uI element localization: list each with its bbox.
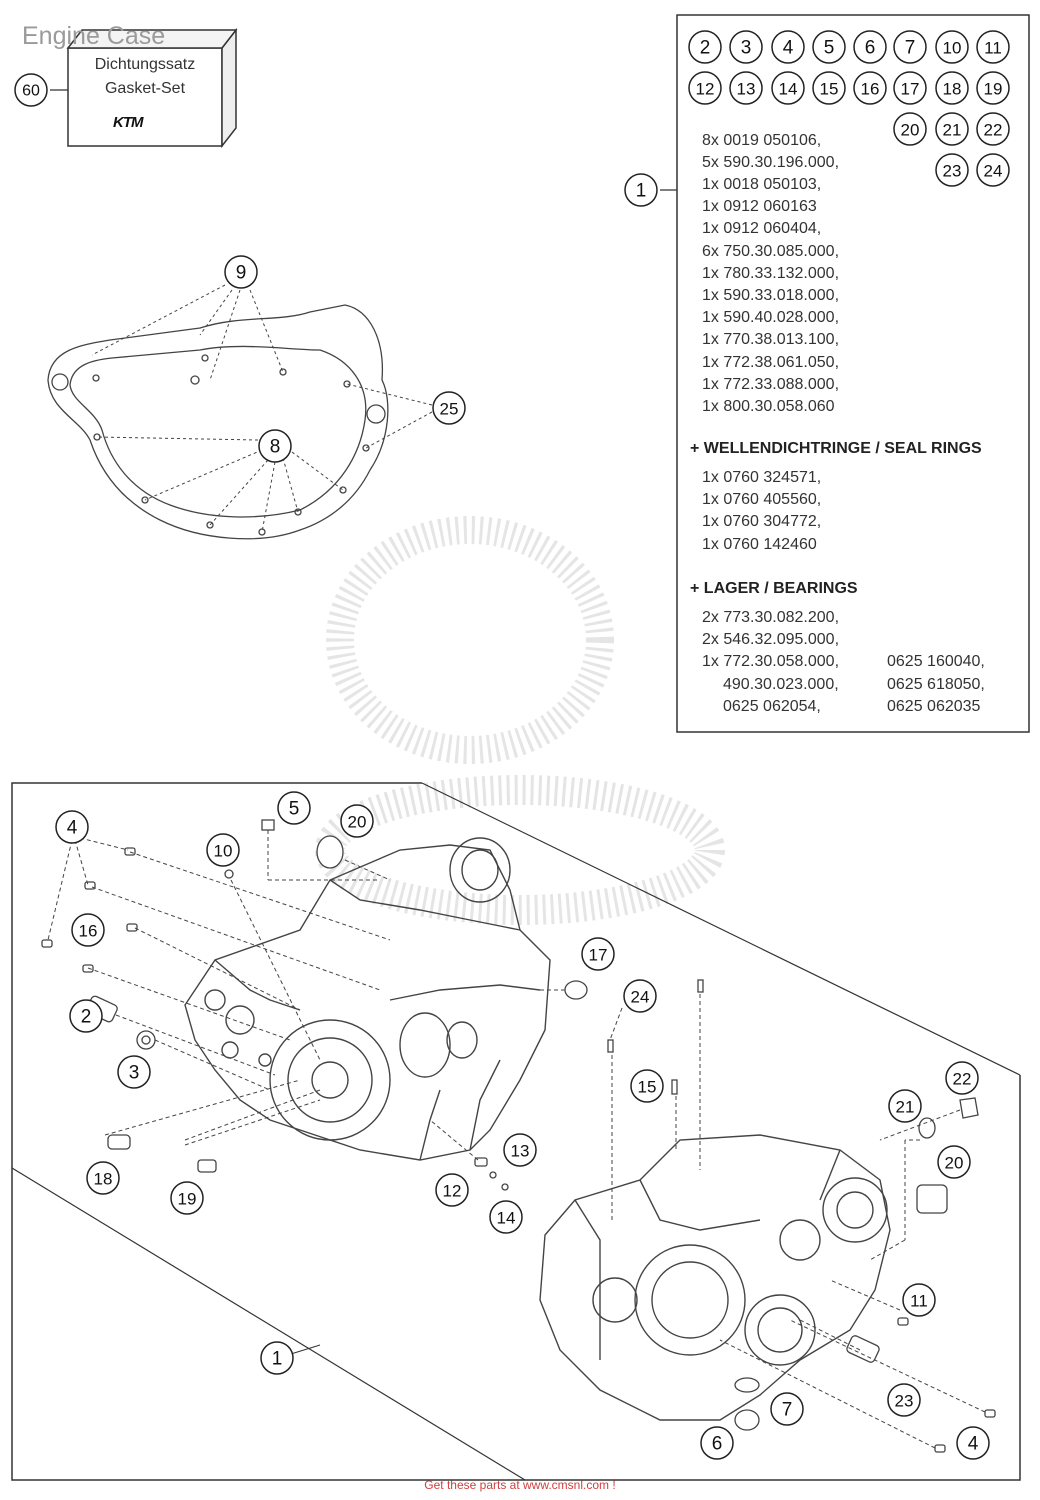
legend-box [676, 14, 1030, 733]
legend-callout-1: 1 [636, 181, 647, 202]
callout-16: 16 [79, 922, 98, 941]
callout-10: 10 [214, 842, 233, 861]
callout-6: 6 [712, 1434, 723, 1455]
legend-part-line: 1x 772.38.061.050, [702, 354, 840, 371]
seal-ring-line: 1x 0760 324571, [702, 469, 822, 486]
legend-ref: 20 [901, 121, 920, 140]
callout-19: 19 [178, 1190, 197, 1209]
seal-rings-heading: + WELLENDICHTRINGE / SEAL RINGS [690, 440, 982, 457]
seal-ring-line: 1x 0760 304772, [702, 513, 822, 530]
assembly-frame [11, 782, 1021, 1481]
callout-7: 7 [782, 1400, 793, 1421]
right-crankcase-half [539, 1134, 891, 1421]
callout-20: 20 [348, 813, 367, 832]
callout-8: 8 [270, 437, 281, 458]
callout-11: 11 [910, 1292, 928, 1311]
callout-22: 22 [953, 1070, 972, 1089]
gasket-set-label-de: Dichtungssatz [94, 56, 196, 73]
legend-ref: 19 [984, 80, 1003, 99]
legend-ref: 7 [905, 38, 916, 59]
callout-3: 3 [129, 1063, 140, 1084]
callout-24: 24 [631, 988, 650, 1007]
seal-ring-line: 1x 0760 142460 [702, 536, 817, 553]
callout-20: 20 [945, 1154, 964, 1173]
cover-gasket [47, 304, 389, 540]
legend-ref: 10 [943, 39, 962, 58]
left-crankcase-half [184, 837, 551, 1161]
legend-part-line: 1x 590.40.028.000, [702, 309, 840, 326]
legend-part-line: 8x 0019 050106, [702, 132, 822, 149]
bearing-line: 2x 773.30.082.200, [702, 609, 840, 626]
legend-ref: 5 [824, 38, 835, 59]
callout-60: 60 [22, 83, 40, 100]
gasket-set-box[interactable] [66, 27, 238, 149]
legend-ref: 22 [984, 121, 1003, 140]
legend-part-line: 1x 0912 060404, [702, 220, 822, 237]
legend-part-line: 1x 780.33.132.000, [702, 265, 840, 282]
watermark-logo [315, 516, 725, 925]
callout-17: 17 [589, 946, 608, 965]
legend-part-line: 1x 800.30.058.060 [702, 398, 835, 415]
legend-ref: 14 [779, 80, 798, 99]
legend-ref: 16 [861, 80, 880, 99]
legend-part-line: 1x 772.33.088.000, [702, 376, 840, 393]
callout-25: 25 [440, 400, 459, 419]
bearing-line: 0625 618050, [887, 676, 985, 693]
callout-4: 4 [968, 1434, 979, 1455]
bearings-heading: + LAGER / BEARINGS [690, 580, 858, 597]
gasket-set-label-en: Gasket-Set [104, 80, 186, 97]
legend-part-line: 1x 770.38.013.100, [702, 331, 840, 348]
legend-ref: 2 [700, 38, 711, 59]
callout-4: 4 [67, 818, 78, 839]
legend-ref: 15 [820, 80, 839, 99]
legend-part-line: 1x 0018 050103, [702, 176, 822, 193]
legend-ref: 21 [943, 121, 962, 140]
legend-part-line: 1x 0912 060163 [702, 198, 817, 215]
legend-ref: 17 [901, 80, 920, 99]
bearing-line: 0625 160040, [887, 653, 985, 670]
callout-circles [14, 30, 1010, 1460]
legend-ref: 12 [696, 80, 715, 99]
page-title: Engine Case [22, 22, 166, 50]
legend-ref: 24 [984, 162, 1003, 181]
callout-14: 14 [497, 1209, 516, 1228]
callout-1: 1 [272, 1349, 283, 1370]
leader-lines [47, 830, 986, 1449]
ktm-logo: KTM [113, 114, 143, 131]
legend-part-line: 6x 750.30.085.000, [702, 243, 840, 260]
footer-link[interactable]: Get these parts at www.cmsnl.com ! [424, 1478, 616, 1492]
legend-part-line: 1x 590.33.018.000, [702, 287, 840, 304]
legend-ref: 4 [783, 38, 794, 59]
callout-13: 13 [511, 1142, 530, 1161]
callout-21: 21 [896, 1098, 915, 1117]
callout-23: 23 [895, 1392, 914, 1411]
legend-ref: 23 [943, 162, 962, 181]
legend-ref: 13 [737, 80, 756, 99]
callout-12: 12 [443, 1182, 462, 1201]
bearing-line: 1x 772.30.058.000, [702, 653, 840, 670]
bearing-line: 0625 062054, [723, 698, 821, 715]
legend-ref: 6 [865, 38, 876, 59]
legend-ref: 3 [741, 38, 752, 59]
bearing-line: 490.30.023.000, [723, 676, 839, 693]
seal-ring-line: 1x 0760 405560, [702, 491, 822, 508]
legend-ref: 11 [984, 39, 1002, 58]
legend-part-line: 5x 590.30.196.000, [702, 154, 840, 171]
callout-18: 18 [94, 1170, 113, 1189]
callout-9: 9 [236, 263, 247, 284]
callout-5: 5 [289, 799, 300, 820]
legend-ref: 18 [943, 80, 962, 99]
bearing-line: 2x 546.32.095.000, [702, 631, 840, 648]
callout-15: 15 [638, 1078, 657, 1097]
bearing-line: 0625 062035 [887, 698, 981, 715]
callout-2: 2 [81, 1007, 92, 1028]
